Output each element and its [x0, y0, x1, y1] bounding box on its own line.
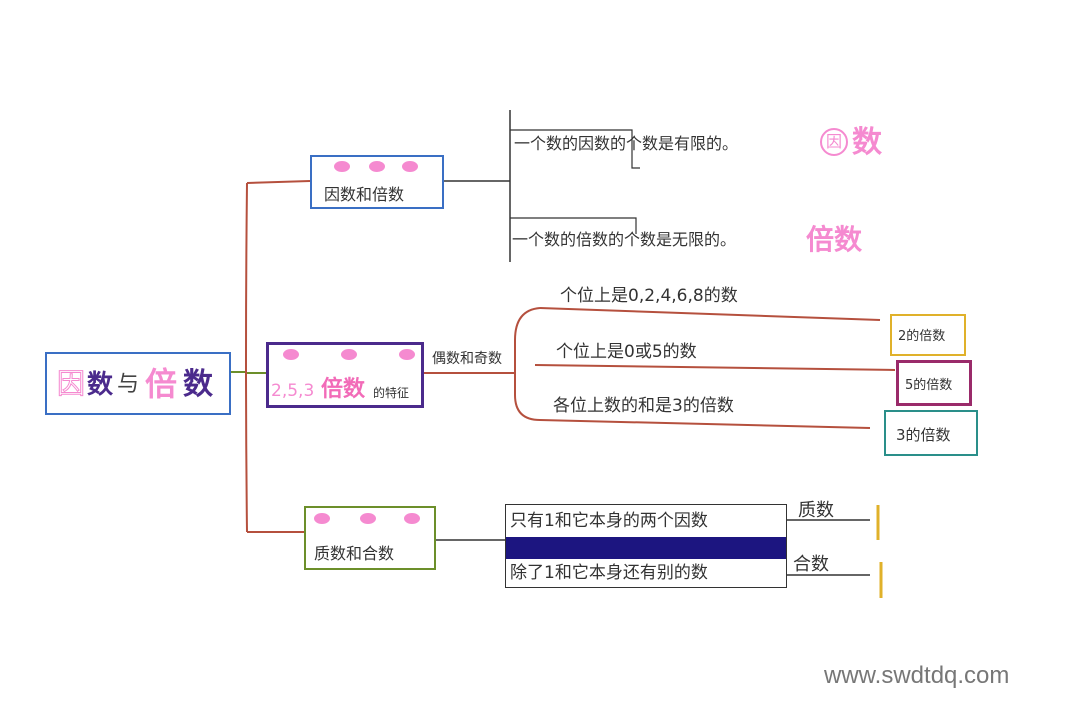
rule1-text: 个位上是0,2,4,6,8的数: [560, 286, 738, 306]
row1-result: 质数: [798, 500, 834, 521]
branch1-arrow1: [510, 129, 640, 169]
result-5-label: 5的倍数: [905, 378, 953, 393]
decor-dot: [314, 513, 330, 524]
branch2-label-c: 的特征: [373, 386, 410, 400]
row2-text: 除了1和它本身还有别的数: [510, 563, 708, 583]
result-2-box[interactable]: 2的倍数: [890, 314, 966, 356]
root-char-1: 因: [56, 367, 86, 400]
branch1-line1: 一个数的因数的个数是有限的。: [514, 134, 739, 153]
row2-result: 合数: [793, 554, 829, 575]
table-divider: [506, 537, 786, 559]
decor-dot: [369, 161, 385, 172]
branch1-tag1: 因: [826, 132, 843, 151]
result-2-label: 2的倍数: [898, 329, 946, 344]
root-char-4: 倍: [145, 365, 178, 403]
branch1-line2: 一个数的倍数的个数是无限的。: [512, 230, 737, 249]
branch3-table: 只有1和它本身的两个因数 除了1和它本身还有别的数: [505, 504, 787, 588]
branch2-node[interactable]: 2,5,3 倍数 的特征: [266, 342, 424, 408]
decor-dot: [402, 161, 418, 172]
branch1-tag2: 倍数: [806, 223, 863, 256]
branch3-node[interactable]: 质数和合数: [304, 506, 436, 570]
decor-dot: [334, 161, 350, 172]
rule1-arrow: [539, 307, 881, 321]
result-3-box[interactable]: 3的倍数: [884, 410, 978, 456]
rule2-text: 个位上是0或5的数: [556, 342, 697, 362]
watermark: www.swdtdq.com: [824, 662, 1010, 689]
trunk-to-branch1: [246, 180, 311, 184]
row1-text: 只有1和它本身的两个因数: [510, 511, 708, 531]
branch1-tag1-rest: 数: [852, 125, 882, 160]
rule2-arrow: [534, 364, 896, 371]
branch1-arrow2: [510, 217, 637, 234]
branch2-label-b: 倍数: [321, 377, 366, 402]
root-char-2: 数: [87, 370, 114, 400]
rule3-arrow: [539, 419, 871, 429]
decor-dot: [360, 513, 376, 524]
decor-dot: [341, 349, 357, 360]
root-char-5: 数: [183, 367, 213, 402]
branch1-node[interactable]: 因数和倍数: [310, 155, 444, 209]
decor-dot: [283, 349, 299, 360]
root-node[interactable]: 因 数 与 倍 数: [45, 352, 231, 415]
result-3-label: 3的倍数: [896, 426, 951, 444]
branch3-label: 质数和合数: [314, 544, 395, 563]
rule3-text: 各位上数的和是3的倍数: [553, 396, 734, 416]
decor-dot: [404, 513, 420, 524]
result-5-box[interactable]: 5的倍数: [896, 360, 972, 406]
branch2-label-a: 2,5,3: [271, 381, 315, 401]
branch1-label: 因数和倍数: [324, 185, 405, 204]
branch2-connector-label: 偶数和奇数: [432, 351, 502, 367]
branch2-bracket: [514, 307, 541, 421]
decor-dot: [399, 349, 415, 360]
branch1-tag1-circle: 因: [820, 128, 848, 156]
root-char-3: 与: [117, 372, 140, 397]
trunk-vertical: [245, 182, 248, 533]
